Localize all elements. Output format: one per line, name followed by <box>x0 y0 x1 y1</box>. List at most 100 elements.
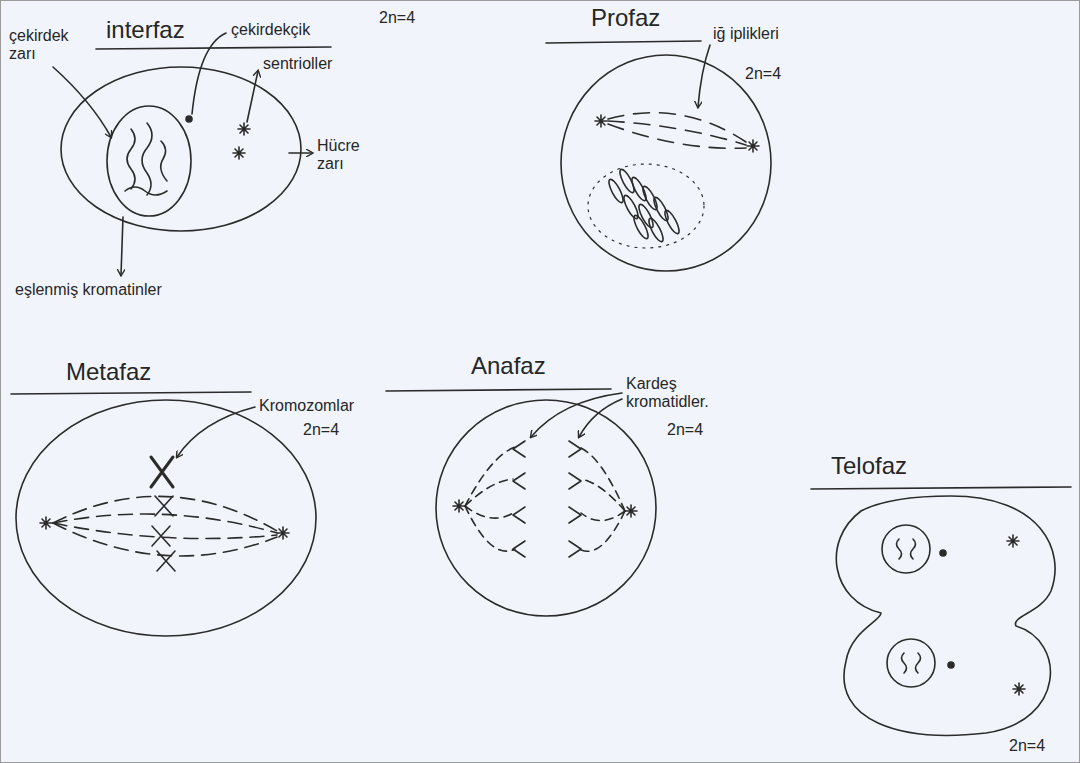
chromosome-shape <box>646 217 665 244</box>
spindle-fiber <box>581 511 625 521</box>
annotation-label: 2n=4 <box>667 421 703 439</box>
phase-title: interfaz <box>106 17 185 43</box>
annotation-label: Kromozomlar <box>259 397 354 415</box>
nucleolus-dot <box>948 662 954 668</box>
annotation-label: iğ iplikleri <box>713 25 785 43</box>
cell-membrane <box>16 400 316 636</box>
phase-title: Profaz <box>591 5 660 31</box>
annotation-label: çekirdekçik <box>231 21 310 39</box>
label-holder: 2n=4 <box>1009 737 1045 755</box>
cell-membrane <box>561 55 771 271</box>
cell-phase: Profaz <box>546 3 806 273</box>
annotation-label: sentrioller <box>263 55 332 73</box>
chromosome-shape <box>617 168 636 195</box>
spindle-fiber <box>465 479 513 506</box>
phase-title: Telofaz <box>831 453 907 479</box>
centriole-symbol <box>233 147 245 159</box>
cell-phase: Anafaz <box>431 353 661 621</box>
spindle-fiber <box>53 514 277 533</box>
nucleolus-dot <box>940 550 946 556</box>
chromatid-shape <box>513 541 525 557</box>
label-holder: 2n=4 <box>379 9 415 27</box>
centriole-symbol <box>453 500 465 512</box>
chromosome-shape <box>662 209 681 236</box>
phase-title: Metafaz <box>66 359 151 385</box>
title-underline <box>96 47 331 49</box>
cell-membrane <box>61 67 301 231</box>
leader-line <box>53 67 111 137</box>
leader-line <box>192 33 226 114</box>
leader-line <box>121 217 123 275</box>
label-holder: 2n=4 <box>745 65 781 83</box>
sketch-group <box>11 33 1071 735</box>
label-holder: Hücre zarı <box>317 137 372 174</box>
leader-line <box>177 407 255 457</box>
chromatin-strand <box>125 187 167 195</box>
chromatid-shape <box>569 473 581 489</box>
chromatid-shape <box>569 441 581 457</box>
leader-line <box>579 399 622 437</box>
chromatid-shape <box>513 507 525 523</box>
chromatin-strand <box>161 141 167 181</box>
spindle-fiber <box>581 479 625 511</box>
chromatid-shape <box>513 473 525 489</box>
chromatin-strand <box>897 539 916 559</box>
annotation-label: çekirdek zarı <box>9 27 79 64</box>
spindle-fiber <box>608 124 746 148</box>
label-holder: Kromozomlar <box>259 397 354 415</box>
spindle-fiber <box>608 113 746 142</box>
centriole-symbol <box>40 517 52 529</box>
centriole-symbol <box>238 123 250 135</box>
nucleus-envelope <box>882 525 930 573</box>
spindle-fiber <box>465 506 513 518</box>
nucleus-envelope <box>887 639 935 687</box>
label-holder: çekirdek zarı <box>9 27 79 64</box>
annotation-label: 2n=4 <box>1009 737 1045 755</box>
spindle-fiber <box>608 121 746 145</box>
leader-line <box>531 393 622 437</box>
centriole-symbol <box>595 115 607 127</box>
label-holder: 2n=4 <box>303 421 339 439</box>
annotation-label: 2n=4 <box>303 421 339 439</box>
nucleolus-dot <box>186 116 192 122</box>
annotation-label: Kardeş kromatidler. <box>626 375 751 412</box>
spindle-fiber <box>53 523 277 556</box>
dividing-cell-membrane <box>836 496 1055 735</box>
cell-membrane <box>436 400 656 616</box>
leader-line <box>247 71 258 122</box>
spindle-fiber <box>465 447 515 506</box>
centriole-symbol <box>747 140 759 152</box>
centriole-symbol <box>1007 535 1019 547</box>
label-holder: iğ iplikleri <box>713 25 785 43</box>
leader-line <box>698 45 710 107</box>
label-holder: Kardeş kromatidler. <box>626 375 751 412</box>
phase-title: Anafaz <box>471 353 546 379</box>
chromatin-strand <box>902 653 921 673</box>
spindle-fiber <box>579 447 625 511</box>
title-underline <box>811 487 1071 489</box>
leader-line <box>289 152 312 154</box>
annotation-label: 2n=4 <box>379 9 415 27</box>
chromosome-shape <box>151 457 173 487</box>
label-holder: 2n=4 <box>667 421 703 439</box>
chromatin-strand <box>142 123 152 195</box>
chromosome-shape <box>636 203 655 230</box>
chromosome-shape <box>631 214 650 241</box>
centriole-symbol <box>1013 683 1025 695</box>
chromosome-shape <box>651 196 670 223</box>
label-holder: eşlenmiş kromatinler <box>15 281 162 299</box>
chromatid-shape <box>513 441 525 457</box>
cell-phase: Telofaz <box>816 453 1071 736</box>
chromatid-shape <box>569 541 581 557</box>
chromosome-shape <box>155 496 173 516</box>
annotation-label: 2n=4 <box>745 65 781 83</box>
annotation-label: Hücre zarı <box>317 137 372 174</box>
title-underline <box>546 41 701 43</box>
centriole-symbol <box>277 527 289 539</box>
chromatin-strand <box>127 129 135 189</box>
title-underline <box>386 389 611 391</box>
title-underline <box>11 392 251 394</box>
label-holder: çekirdekçik <box>231 21 310 39</box>
